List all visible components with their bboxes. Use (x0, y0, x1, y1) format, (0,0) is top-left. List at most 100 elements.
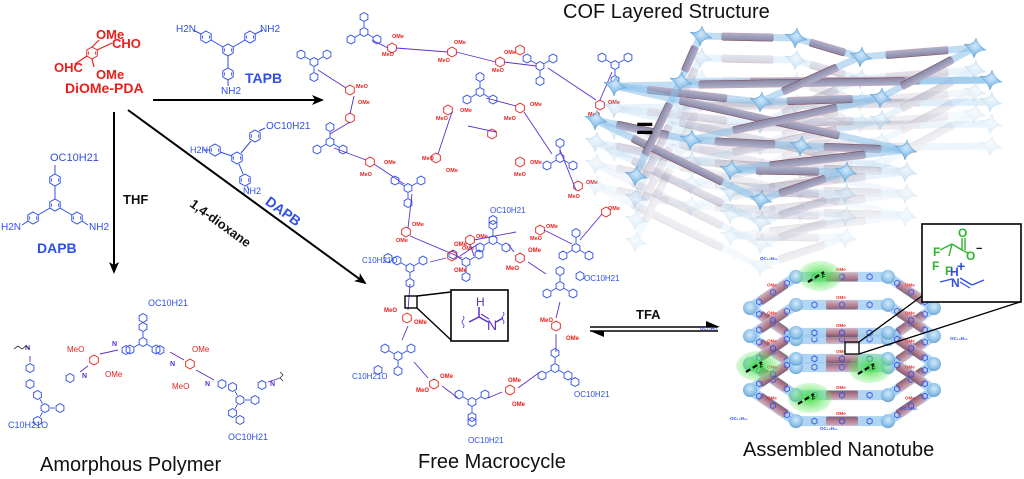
atom-label: MeO (492, 68, 505, 74)
cof-linker-bar (899, 78, 955, 112)
cof-node (719, 225, 743, 247)
benzene-ring (454, 389, 464, 400)
polymer-c10o-left: C10H21O (8, 420, 49, 430)
bond (371, 39, 389, 49)
bond (459, 243, 479, 257)
diome-pda-structure (74, 39, 113, 68)
atom-label: MeO (436, 116, 449, 122)
benzene-ring (921, 310, 928, 318)
cof-node (789, 135, 813, 157)
macro-oc10-bottom: OC10H21 (468, 436, 504, 445)
dapb-structure-left (21, 165, 89, 226)
tfa-inset (844, 223, 1022, 355)
cof-node (603, 75, 627, 97)
atom-label: OC₁₀H₂₁ (760, 256, 778, 261)
benzene-ring (359, 26, 369, 38)
atom-label: MeO (382, 52, 395, 58)
bond (531, 60, 536, 64)
benzene-ring (542, 288, 552, 299)
cof-arm (610, 104, 764, 128)
tfa-highlight (848, 353, 892, 383)
atom-label: OMe (767, 310, 777, 315)
benzene-ring (345, 112, 355, 124)
dapb-left-h2n: H2N (1, 222, 22, 233)
nanotube-node (881, 388, 895, 403)
macro-oc10-right-bottom: OC10H21 (574, 390, 610, 399)
benzene-ring (769, 402, 777, 410)
cof-node (689, 25, 713, 47)
atom-label: OMe (836, 323, 846, 328)
benzene-ring (783, 361, 790, 369)
atom-label: OC₁₀H₂₁ (900, 406, 918, 411)
benzene-ring (403, 182, 413, 194)
atom-label: OMe (836, 295, 846, 300)
nanotube-linker (896, 308, 926, 333)
nanotube-node (743, 383, 757, 397)
benzene-ring (597, 52, 607, 63)
bond (409, 235, 463, 259)
cof-linker-bar (899, 100, 955, 134)
bond (476, 396, 481, 400)
atom-label: OMe (836, 267, 846, 272)
benzene-ring (338, 144, 348, 155)
atom-label: OMe (528, 248, 542, 254)
pda-ome-bottom: OMe (96, 67, 125, 82)
nanotube-linker (758, 308, 788, 333)
atom-label: OC₁₀H₂₁ (730, 416, 748, 421)
benzene-ring (325, 121, 335, 133)
nanotube-node (881, 269, 895, 284)
benzene-ring (429, 378, 439, 390)
benzene-ring (515, 156, 525, 168)
cof-linker-bar (721, 54, 774, 64)
atom-label: OMe (767, 338, 777, 343)
benzene-ring (372, 34, 382, 45)
benzene-ring (907, 344, 915, 352)
tapb-nh2-bottom: NH2 (221, 86, 242, 97)
polymer-ome-2: OMe (192, 345, 210, 354)
bond (413, 361, 429, 379)
cof-arm (696, 54, 799, 64)
benzene-ring (535, 224, 545, 236)
hydrogen-bond (807, 271, 825, 283)
benzene-ring (138, 312, 148, 324)
cof-linker-bar (631, 157, 724, 207)
bond (559, 149, 577, 191)
atom-label: N (25, 345, 30, 352)
benzene-ring (312, 144, 322, 155)
cof-arm (756, 234, 849, 270)
benzene-ring (783, 307, 790, 315)
atom-label: OMe (530, 160, 542, 166)
atom-label: N (170, 361, 175, 368)
cof-node (869, 87, 893, 109)
cof-arm (686, 136, 804, 150)
atom-label: OMe (414, 320, 428, 326)
benzene-ring (584, 250, 594, 261)
bond (147, 344, 152, 348)
benzene-ring (811, 329, 818, 337)
cof-node (784, 49, 808, 71)
polymer-ome-1: OMe (105, 370, 123, 379)
atom-label: OMe (836, 411, 846, 416)
benzene-ring (838, 363, 846, 371)
benzene-ring (431, 152, 441, 164)
cof-node (719, 159, 743, 181)
nanotube-linker (826, 300, 858, 310)
tfa-minus-sign: − (976, 243, 983, 255)
title-free-macrocycle: Free Macrocycle (418, 451, 566, 473)
cof-node (894, 205, 918, 227)
bond (79, 365, 89, 373)
wavy-bond (279, 371, 284, 382)
bond (579, 213, 603, 241)
cof-node (963, 81, 987, 103)
tapb-structure (192, 29, 264, 86)
atom-label: OMe (396, 238, 408, 244)
benzene-ring (595, 99, 605, 111)
benzene-ring (838, 391, 846, 399)
benzene-ring (769, 344, 777, 352)
benzene-ring (55, 402, 65, 414)
benzene-ring (296, 49, 306, 60)
cof-node (584, 109, 608, 131)
bond (527, 261, 547, 275)
benzene-ring (462, 94, 472, 105)
